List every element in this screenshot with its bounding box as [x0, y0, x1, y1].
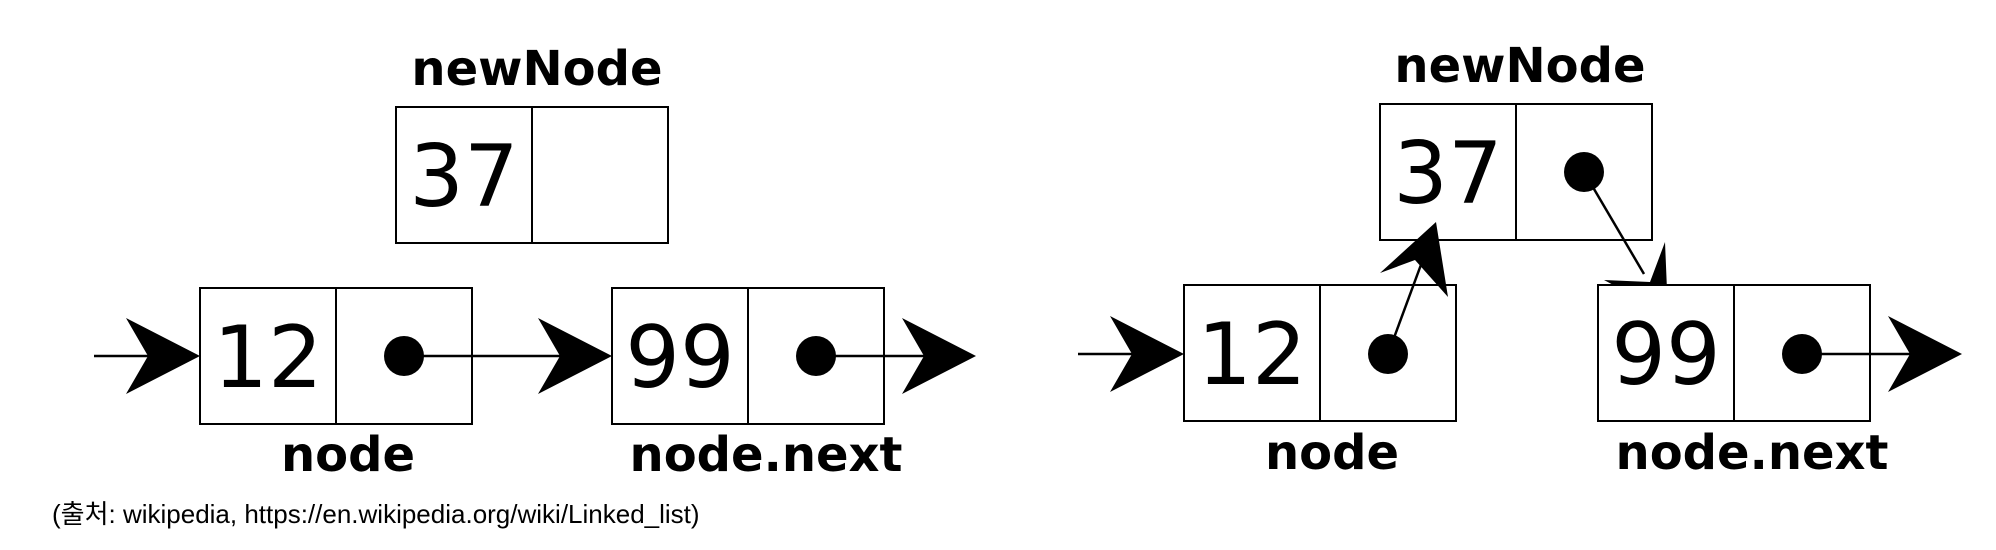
before-next-node: 99 node.next	[611, 287, 903, 483]
before-new-node-value-cell	[395, 106, 533, 244]
after-next-node-value: 99	[1611, 305, 1720, 405]
before-new-node: newNode 37	[395, 41, 669, 244]
before-new-node-pointer-cell	[531, 106, 669, 244]
before-node-value-cell	[199, 287, 337, 425]
after-new-node: newNode 37	[1379, 38, 1653, 241]
arrow-head-icon	[902, 318, 976, 394]
before-incoming-arrow	[94, 318, 200, 394]
before-next-node-value-cell	[611, 287, 749, 425]
before-node-label: node	[281, 427, 415, 483]
arrow-head-icon	[538, 318, 612, 394]
before-next-outgoing-arrow	[816, 318, 976, 394]
after-next-node: 99 node.next	[1597, 284, 1889, 481]
after-node-value: 12	[1197, 305, 1306, 405]
after-panel: newNode 37 12 node	[1078, 38, 1962, 481]
before-next-node-label: node.next	[630, 427, 903, 483]
after-node-label: node	[1265, 425, 1399, 481]
arrow-head-icon	[1380, 222, 1448, 297]
before-new-node-label: newNode	[411, 41, 662, 97]
after-node-to-new-node-link	[1380, 222, 1448, 355]
before-next-node-value: 99	[625, 308, 734, 408]
source-caption: (출처: wikipedia, https://en.wikipedia.org…	[52, 499, 700, 529]
before-new-node-value: 37	[409, 127, 518, 227]
before-node-to-next-link	[404, 318, 612, 394]
after-node: 12 node	[1183, 284, 1457, 481]
after-next-node-label: node.next	[1616, 425, 1889, 481]
after-incoming-arrow	[1078, 316, 1184, 392]
after-new-node-label: newNode	[1394, 38, 1645, 94]
before-node-value: 12	[213, 308, 322, 408]
before-node: 12 node	[199, 287, 473, 483]
after-next-outgoing-arrow	[1802, 316, 1962, 392]
after-new-node-value: 37	[1393, 124, 1502, 224]
after-new-node-value-cell	[1379, 103, 1517, 241]
before-panel: newNode 37 12 node 99	[94, 41, 976, 483]
arrow-head-icon	[126, 318, 200, 394]
arrow-head-icon	[1888, 316, 1962, 392]
arrow-head-icon	[1110, 316, 1184, 392]
